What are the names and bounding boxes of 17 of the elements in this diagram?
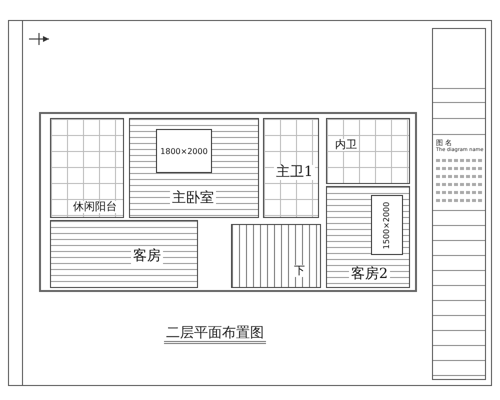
room-area bbox=[129, 118, 259, 218]
drawing-title: 二层平面布置图 bbox=[164, 325, 266, 344]
room-area bbox=[50, 220, 198, 288]
bed-size: 1800×2000 bbox=[160, 146, 208, 156]
room-area bbox=[50, 118, 124, 218]
room-name: 下 bbox=[292, 265, 307, 278]
room-area bbox=[326, 186, 410, 288]
room-name: 休闲阳台 bbox=[71, 201, 119, 214]
room-name: 内卫 bbox=[333, 139, 359, 152]
room-area bbox=[263, 118, 319, 218]
staircase bbox=[231, 224, 321, 288]
room-name: 主卫1 bbox=[274, 165, 315, 180]
bed-size: 1500×2000 bbox=[382, 201, 392, 249]
room-name: 客房2 bbox=[349, 267, 390, 282]
room-name: 客房 bbox=[131, 249, 163, 264]
room-area bbox=[326, 118, 410, 184]
room-name: 主卧室 bbox=[170, 191, 216, 206]
